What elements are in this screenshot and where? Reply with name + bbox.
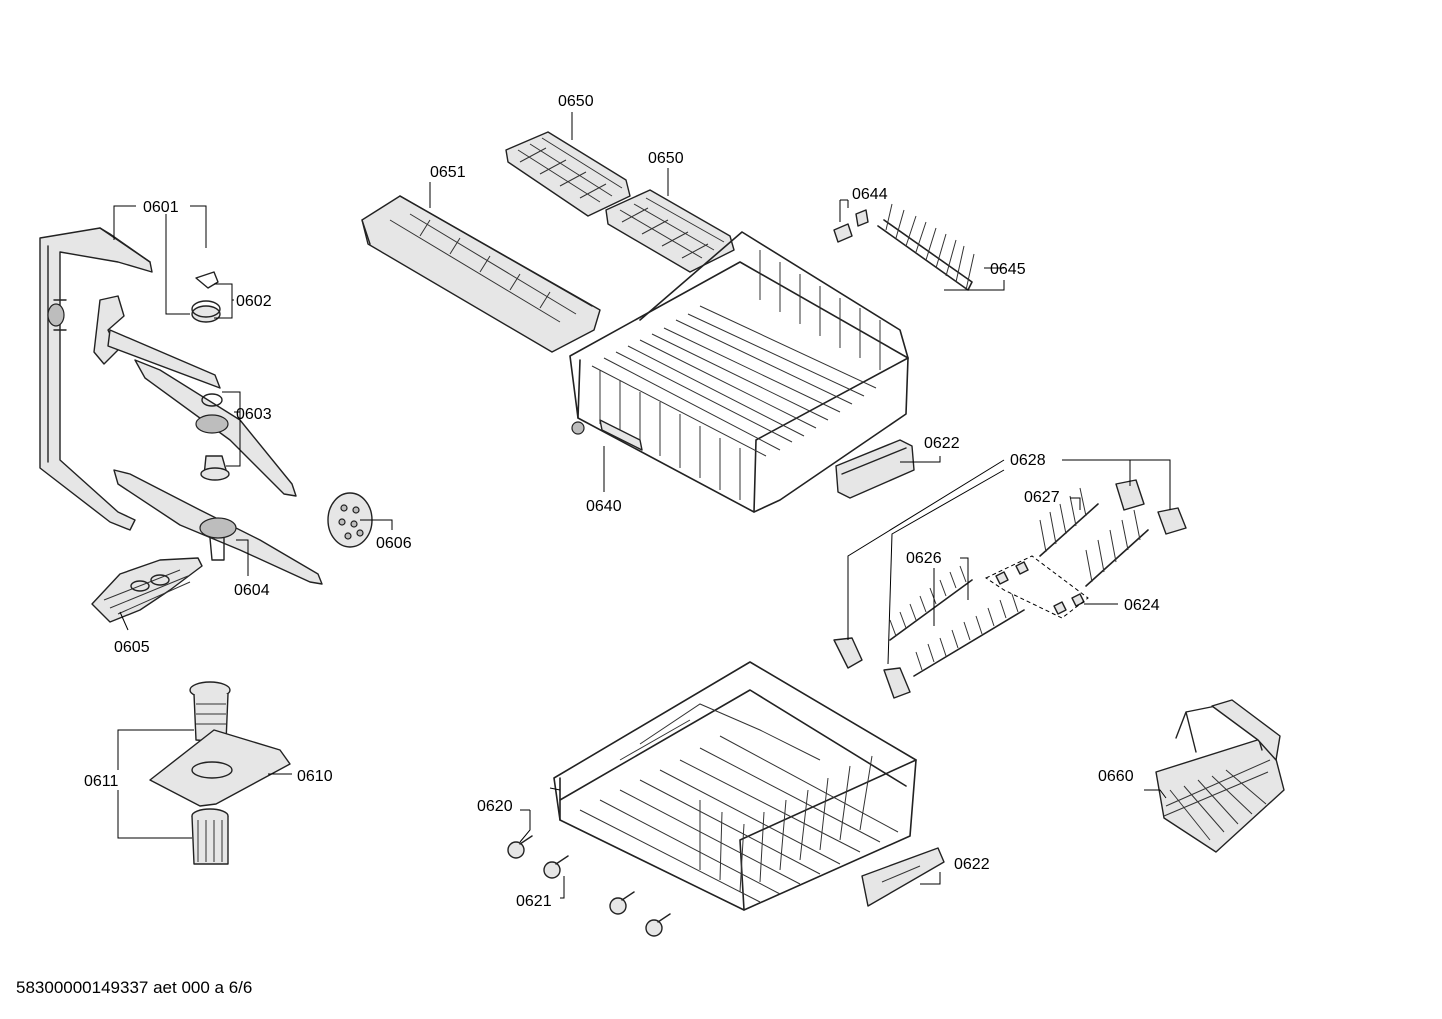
label-0604: 0604	[234, 582, 270, 599]
label-0640: 0640	[586, 498, 622, 515]
label-0611: 0611	[84, 773, 119, 790]
label-0622-upper: 0622	[924, 435, 960, 452]
part-0603-upper-spray-arm	[93, 295, 297, 497]
part-0644-clip	[833, 209, 869, 243]
label-0644: 0644	[852, 186, 888, 203]
part-0601-supply-pipe	[39, 227, 153, 531]
label-0621: 0621	[516, 893, 552, 910]
part-0621-wheels	[507, 835, 671, 937]
label-0605: 0605	[114, 639, 150, 656]
label-0645: 0645	[990, 261, 1026, 278]
part-0620-lower-basket	[553, 661, 917, 911]
label-0650-b: 0650	[648, 150, 684, 167]
part-0602-connector	[191, 271, 221, 323]
part-0650-cutlery-tray-1	[505, 131, 631, 217]
part-0622-lower-handle	[861, 847, 945, 907]
label-0650-a: 0650	[558, 93, 594, 110]
drawing-reference-footer: 58300000149337 aet 000 a 6/6	[16, 978, 253, 997]
part-0626-tine-racks	[889, 565, 1025, 677]
part-labels: 0601 0602 0603 0604 0605 0606 0610 0611 …	[84, 93, 1160, 910]
label-0624: 0624	[1124, 597, 1160, 614]
part-0651-cutlery-rack	[361, 195, 601, 353]
part-0628-holders	[833, 479, 1187, 699]
part-0645-fold-down-rack	[877, 203, 975, 291]
label-0620: 0620	[477, 798, 513, 815]
label-0660: 0660	[1098, 768, 1134, 785]
part-0610-0611-filter-assembly	[149, 681, 291, 865]
part-0627-tine-racks	[1039, 487, 1149, 587]
label-0622-lower: 0622	[954, 856, 990, 873]
part-0606-spray-disc	[327, 492, 373, 548]
label-0603: 0603	[236, 406, 272, 423]
part-0622-upper-handle	[835, 439, 915, 499]
label-0606: 0606	[376, 535, 412, 552]
label-0601: 0601	[143, 199, 179, 216]
label-0626: 0626	[906, 550, 942, 567]
label-0610: 0610	[297, 768, 333, 785]
part-0624-clips	[984, 555, 1089, 619]
label-0651: 0651	[430, 164, 466, 181]
label-0627: 0627	[1024, 489, 1060, 506]
label-0628: 0628	[1010, 452, 1046, 469]
part-0604-lower-spray-arm	[113, 469, 323, 585]
label-0602: 0602	[236, 293, 272, 310]
part-0640-upper-basket	[569, 231, 909, 513]
part-0660-cutlery-basket	[1155, 699, 1285, 853]
part-0650-cutlery-tray-2	[605, 189, 735, 273]
part-0605-filter-cover	[91, 557, 203, 623]
leader-lines	[113, 112, 1171, 899]
